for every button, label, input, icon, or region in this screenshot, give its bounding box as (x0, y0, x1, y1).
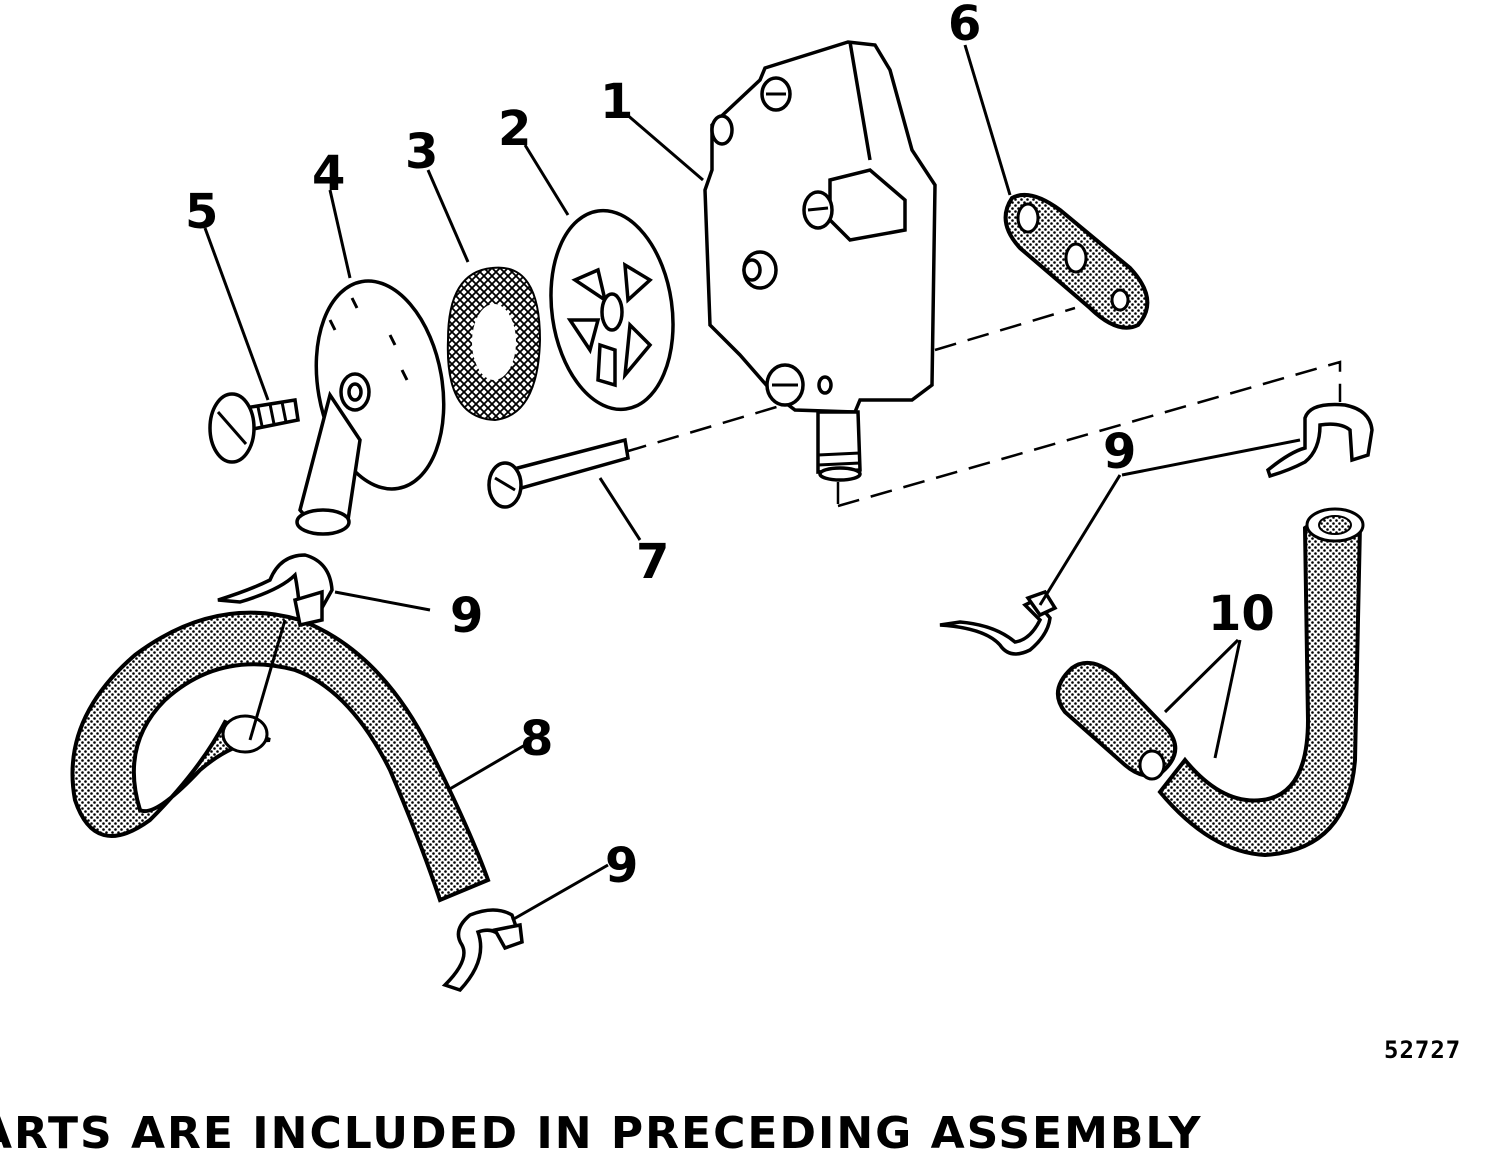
callout-7: 7 (636, 534, 669, 590)
callout-10: 10 (1208, 586, 1275, 642)
filter-screen (446, 266, 542, 422)
parts-exploded-diagram: 1 2 3 4 5 6 7 8 9 9 9 10 (70, 0, 1374, 993)
callout-5: 5 (185, 184, 218, 240)
long-hose (1157, 507, 1365, 858)
callout-4: 4 (312, 146, 345, 202)
fuel-hose-left (70, 610, 491, 903)
assembly-dashed-lines (624, 306, 1342, 508)
callout-6: 6 (948, 0, 981, 52)
long-screw (487, 437, 630, 509)
fuel-pump-body (703, 40, 937, 482)
hose-clamp-bottom (441, 908, 524, 993)
hose-clamp-right (939, 589, 1058, 656)
short-hose (1056, 660, 1178, 781)
callout-9-left: 9 (450, 588, 483, 644)
callout-3: 3 (405, 124, 438, 180)
callout-2: 2 (498, 101, 531, 157)
callout-1: 1 (600, 74, 633, 130)
hose-clamp-top-right (1265, 402, 1374, 479)
drawing-number: 52727 (1384, 1036, 1462, 1064)
gasket (1003, 193, 1150, 330)
filter-plate (549, 208, 675, 412)
callout-9-bottom: 9 (605, 838, 638, 894)
filter-cap (295, 279, 446, 536)
thumb-screw (208, 392, 300, 464)
callout-8: 8 (520, 711, 553, 767)
hose-clamp-top-left (217, 553, 334, 628)
callout-labels: 1 2 3 4 5 6 7 8 9 9 9 10 (185, 0, 1275, 894)
callout-9-top-right: 9 (1103, 424, 1136, 480)
leader-lines (203, 44, 1301, 922)
